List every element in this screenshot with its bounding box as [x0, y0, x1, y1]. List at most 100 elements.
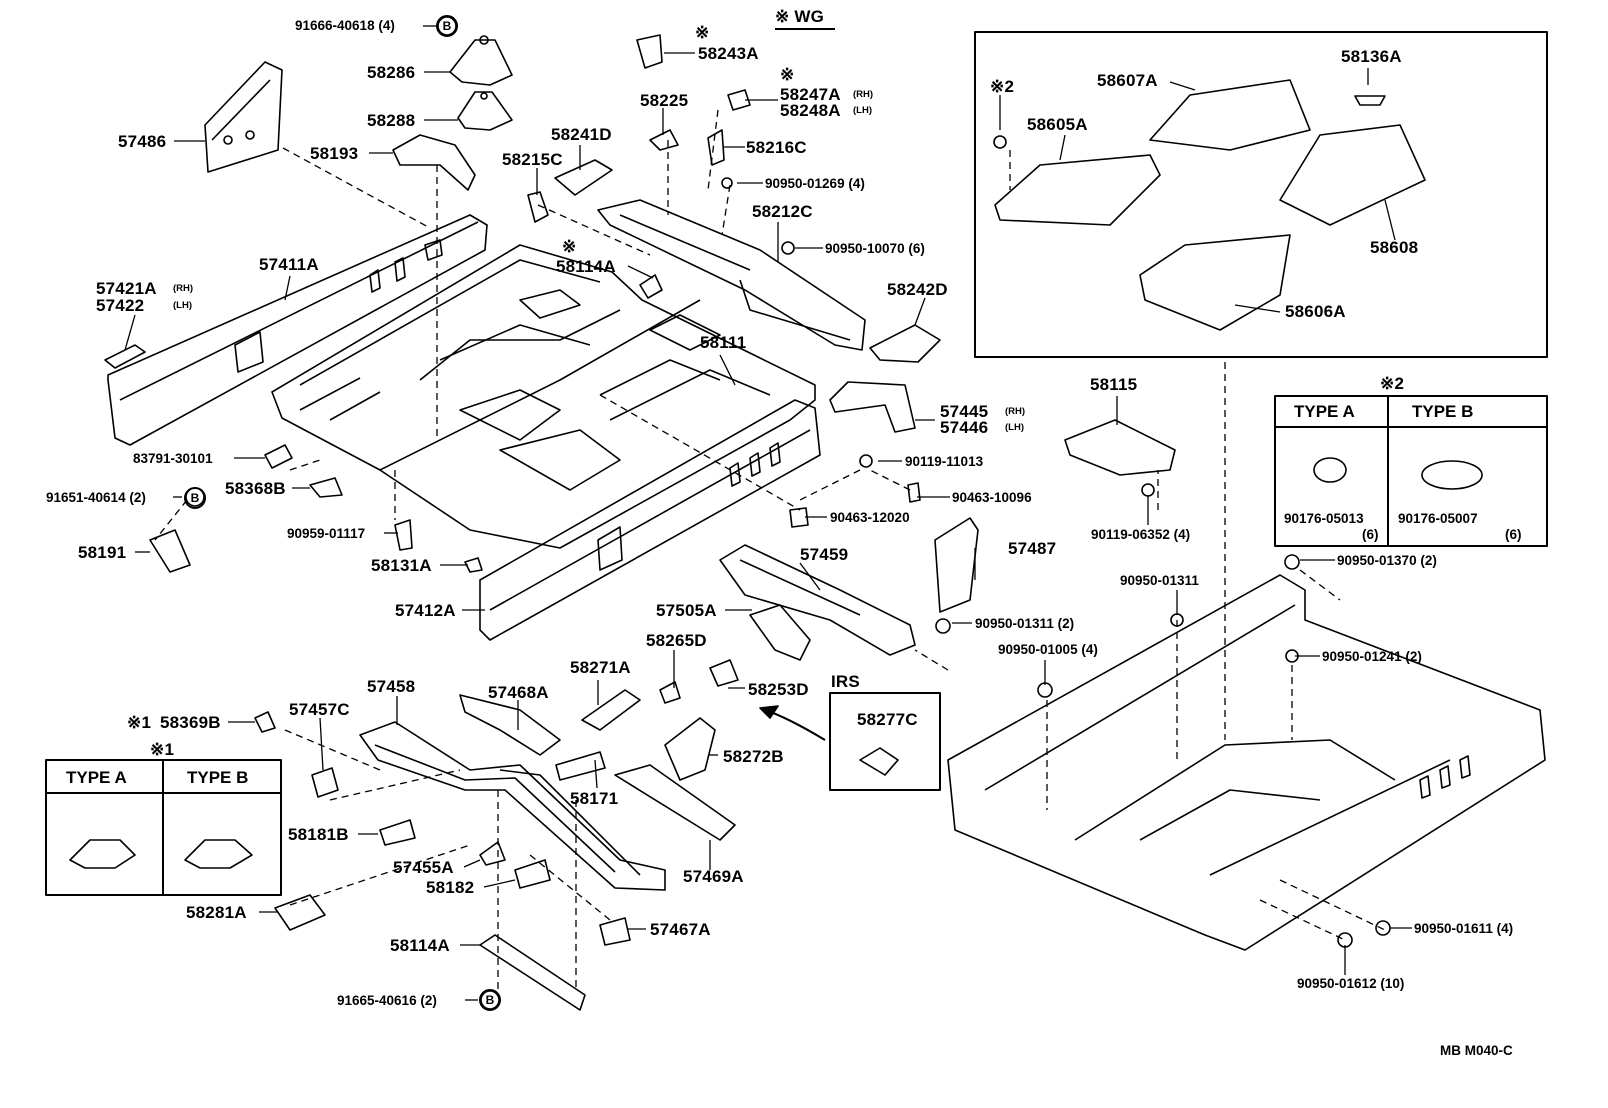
star-marker: ※	[562, 237, 577, 256]
label-91651-40614: 91651-40614 (2)	[46, 490, 146, 505]
label-57486: 57486	[118, 132, 167, 151]
label-58253D: 58253D	[748, 680, 809, 699]
plug-glyph	[1037, 682, 1053, 698]
label-58369B: 58369B	[160, 713, 221, 732]
star2-marker: ※2	[1380, 374, 1405, 393]
bracket-57457C	[311, 767, 339, 798]
label-58288: 58288	[367, 111, 416, 130]
label-57421A: 57421A	[96, 279, 157, 298]
under-cover-box	[974, 31, 1548, 358]
cover-58606A	[1139, 234, 1291, 331]
grommet-58136A	[1354, 95, 1386, 106]
label-90950-10070: 90950-10070 (6)	[825, 241, 925, 256]
bracket-58131A	[464, 557, 483, 573]
label-57422: 57422	[96, 296, 145, 315]
label-90176-05007: 90176-05007	[1398, 511, 1478, 526]
circle-b-marker: B	[436, 15, 458, 37]
bracket-57505A	[749, 604, 811, 661]
grommet-glyph	[993, 135, 1007, 149]
bracket-58115	[1064, 419, 1176, 476]
label-58182: 58182	[426, 878, 475, 897]
nut-glyph	[781, 241, 795, 255]
pillar-57487	[934, 517, 979, 613]
bracket-57445	[829, 381, 916, 433]
label-58181B: 58181B	[288, 825, 349, 844]
label-57467A: 57467A	[650, 920, 711, 939]
clip-glyph	[254, 711, 276, 733]
star-marker: ※	[695, 23, 710, 42]
bracket-58193	[392, 134, 476, 191]
bracket-58215C	[527, 191, 549, 223]
bracket-58191	[149, 529, 191, 573]
clip-glyph	[789, 507, 809, 528]
clip-type-b	[184, 839, 253, 869]
nut-glyph	[721, 177, 733, 189]
label-58215C: 58215C	[502, 150, 563, 169]
label-58114A-bottom: 58114A	[390, 936, 450, 955]
label-58242D: 58242D	[887, 280, 948, 299]
bracket-58225	[649, 129, 679, 151]
bracket-58247A	[727, 89, 751, 111]
label-57412A: 57412A	[395, 601, 456, 620]
label-57411A: 57411A	[259, 255, 319, 274]
label-58136A: 58136A	[1341, 47, 1402, 66]
plug-type-a	[1313, 457, 1347, 483]
label-rh: (RH)	[1005, 406, 1026, 417]
bracket-90959	[394, 519, 413, 551]
boot-58288	[457, 91, 513, 131]
label-57459: 57459	[800, 545, 849, 564]
star1-marker: ※1	[150, 740, 175, 759]
label-58193: 58193	[310, 144, 359, 163]
label-58131A: 58131A	[371, 556, 432, 575]
bracket-58114A-lower	[479, 934, 586, 1011]
label-57458: 57458	[367, 677, 416, 696]
label-83791-30101: 83791-30101	[133, 451, 213, 466]
label-58368B: 58368B	[225, 479, 286, 498]
bracket-57455A	[479, 841, 506, 866]
bracket-58272B	[664, 717, 716, 781]
label-qty-a: (6)	[1362, 527, 1379, 542]
bracket-57467A	[599, 917, 631, 946]
label-58191: 58191	[78, 543, 127, 562]
bracket-58181B	[379, 819, 416, 846]
label-57445: 57445	[940, 402, 989, 421]
label-58271A: 58271A	[570, 658, 631, 677]
label-91665-40616: 91665-40616 (2)	[337, 993, 437, 1008]
irs-box	[829, 692, 941, 791]
label-58605A: 58605A	[1027, 115, 1088, 134]
bracket-58171	[555, 751, 606, 781]
label-58608: 58608	[1370, 238, 1419, 257]
dashed-assembly-lines	[154, 109, 1386, 990]
label-58248A: 58248A	[780, 101, 841, 120]
label-58171: 58171	[570, 789, 619, 808]
label-57446: 57446	[940, 418, 989, 437]
plug-glyph	[1284, 554, 1300, 570]
boot-58286	[449, 35, 513, 86]
label-58607A: 58607A	[1097, 71, 1158, 90]
wg-underline	[775, 28, 835, 30]
label-58111: 58111	[700, 333, 747, 352]
label-58277C: 58277C	[857, 710, 918, 729]
label-58212C: 58212C	[752, 202, 813, 221]
bracket-58216C	[707, 129, 725, 166]
clip-type-a	[69, 839, 136, 869]
bolt-glyph	[859, 454, 873, 468]
circle-b-marker: B	[184, 487, 206, 509]
bracket-57421A	[104, 344, 146, 369]
plug-glyph	[1337, 932, 1353, 948]
label-58115: 58115	[1090, 375, 1138, 394]
label-58243A: 58243A	[698, 44, 759, 63]
label-90119-11013: 90119-11013	[905, 454, 984, 469]
bolt-glyph	[935, 618, 951, 634]
label-58265D: 58265D	[646, 631, 707, 650]
label-58286: 58286	[367, 63, 416, 82]
label-lh: (LH)	[853, 105, 872, 116]
label-rh: (RH)	[173, 283, 194, 294]
clip-glyph	[907, 482, 921, 503]
label-58272B: 58272B	[723, 747, 784, 766]
circle-b-marker: B	[479, 989, 501, 1011]
label-57469A: 57469A	[683, 867, 744, 886]
side-member-57411A	[107, 214, 488, 446]
pillar-57486	[204, 61, 283, 173]
bracket-57468A	[459, 694, 561, 756]
